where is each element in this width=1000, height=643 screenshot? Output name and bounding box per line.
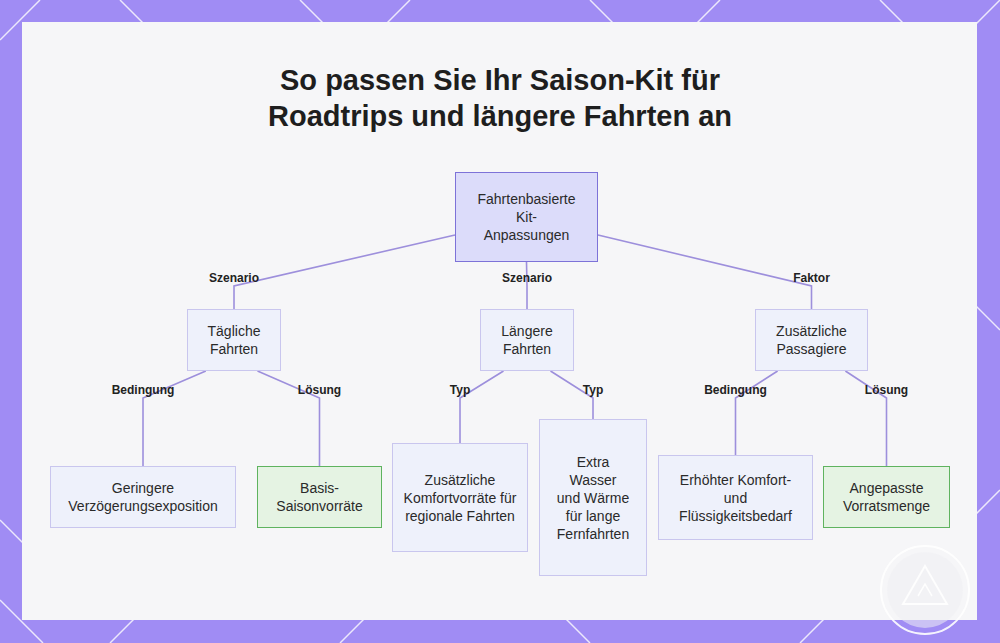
edge-label: Szenario — [209, 271, 259, 285]
edge-label: Szenario — [502, 271, 552, 285]
connector — [526, 262, 528, 309]
connector — [234, 235, 455, 309]
type-box: Extra Wasser und Wärme für lange Fernfah… — [539, 419, 647, 576]
node-text: Tägliche Fahrten — [188, 322, 280, 358]
scenario-box: Tägliche Fahrten — [187, 309, 281, 371]
logo-badge — [881, 546, 969, 634]
edge-label: Lösung — [298, 383, 341, 397]
edge-label: Bedingung — [704, 383, 767, 397]
scenario-box: Längere Fahrten — [480, 309, 574, 371]
node-text: Geringere Verzögerungsexposition — [51, 479, 235, 515]
connector — [598, 235, 812, 309]
solution-box: Angepasste Vorratsmenge — [823, 466, 950, 528]
edge-label: Lösung — [865, 383, 908, 397]
root-box: Fahrtenbasierte Kit-Anpassungen — [455, 172, 598, 262]
node-text: Zusätzliche Passagiere — [756, 322, 867, 358]
edge-label: Bedingung — [112, 383, 175, 397]
node-text: Basis-Saisonvorräte — [258, 479, 381, 515]
node-text: Zusätzliche Komfortvorräte für regionale… — [393, 471, 527, 525]
condition-box: Geringere Verzögerungsexposition — [50, 466, 236, 528]
type-box: Zusätzliche Komfortvorräte für regionale… — [392, 443, 528, 552]
node-text: Längere Fahrten — [481, 322, 573, 358]
solution-box: Basis-Saisonvorräte — [257, 466, 382, 528]
diagram-title: So passen Sie Ihr Saison-Kit für Roadtri… — [230, 62, 770, 134]
connector — [460, 371, 504, 443]
node-text: Fahrtenbasierte Kit-Anpassungen — [456, 190, 597, 244]
edge-label: Typ — [450, 383, 470, 397]
node-text: Angepasste Vorratsmenge — [824, 479, 949, 515]
edge-label: Typ — [583, 383, 603, 397]
node-text: Erhöhter Komfort- und Flüssigkeitsbedarf — [659, 471, 812, 525]
factor-box: Zusätzliche Passagiere — [755, 309, 868, 371]
node-text: Extra Wasser und Wärme für lange Fernfah… — [540, 453, 646, 543]
edge-label: Faktor — [793, 271, 830, 285]
condition-box: Erhöhter Komfort- und Flüssigkeitsbedarf — [658, 455, 813, 540]
